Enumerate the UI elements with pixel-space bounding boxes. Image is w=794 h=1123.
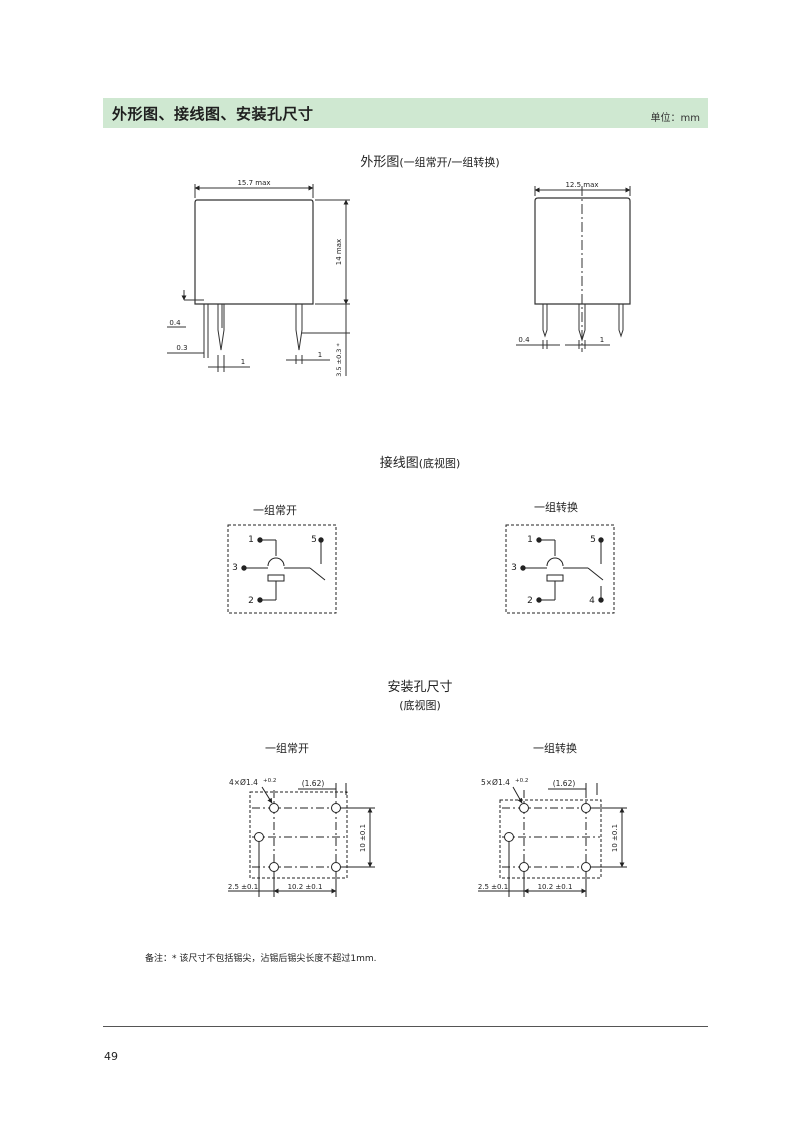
wiring-co-pin-5: 5 [590,535,596,545]
mounting-co-tolerance: +0.2 [515,778,528,784]
dim-width-right: 12.5 max [565,181,598,189]
section-title: 外形图、接线图、安装孔尺寸 [112,105,314,123]
outline-subtitle: (一组常开/一组转换) [399,156,500,169]
dim-pitch-right: 1 [600,336,604,344]
mounting-co-offset: 2.5 ±0.1 [478,883,508,891]
wiring-no-pin-2: 2 [248,596,254,606]
dim-pin-thickness: 0.4 [169,319,181,327]
mounting-co-holes: 5×Ø1.4 [481,778,510,787]
mounting-heading: 安装孔尺寸 (底视图) [340,676,500,713]
mounting-co-diagram [478,783,627,897]
dim-width-left: 15.7 max [237,179,270,187]
dim-height-left: 14 max [335,239,343,265]
mounting-no-tolerance: +0.2 [263,778,276,784]
dim-pin-width: 0.3 [176,344,187,352]
dim-pitch-a: 1 [241,358,245,366]
dim-pin-length: 3.5 ±0.3 * [335,343,343,377]
mounting-no-offset: 2.5 ±0.1 [228,883,258,891]
mounting-no-holes: 4×Ø1.4 [229,778,258,787]
wiring-co-pin-3: 3 [511,563,517,573]
page-number: 49 [104,1050,118,1063]
mounting-co-pitch: (1.62) [553,779,576,788]
unit-label: 单位：mm [650,113,700,124]
mounting-no-height: 10 ±0.1 [359,824,367,852]
wiring-no-pin-3: 3 [232,563,238,573]
outline-end-view [516,186,631,352]
mounting-title: 安装孔尺寸 [387,680,453,695]
wiring-co-pin-1: 1 [527,535,533,545]
mounting-co-height: 10 ±0.1 [611,824,619,852]
mounting-subtitle: (底视图) [399,699,441,712]
mounting-co-label: 一组转换 [533,742,577,755]
section-header-bar: 外形图、接线图、安装孔尺寸 单位：mm [103,98,708,128]
mounting-no-diagram [228,783,375,897]
mounting-co-span: 10.2 ±0.1 [538,883,573,891]
outline-side-view [167,184,350,376]
wiring-no-pin-1: 1 [248,535,254,545]
wiring-heading: 接线图(底视图) [340,452,500,471]
dim-pitch-b: 1 [318,351,322,359]
footnote: 备注：* 该尺寸不包括锡尖，沾锡后锡尖长度不超过1mm. [145,954,377,964]
wiring-co-label: 一组转换 [534,501,578,514]
wiring-co-diagram [505,524,615,614]
wiring-no-label: 一组常开 [253,504,297,517]
dim-pin-thickness-right: 0.4 [518,336,530,344]
wiring-title: 接线图 [379,456,419,471]
mounting-no-pitch: (1.62) [302,779,325,788]
wiring-no-pin-5: 5 [311,535,317,545]
footer-divider [103,1026,708,1027]
wiring-co-pin-2: 2 [527,596,533,606]
wiring-co-pin-4: 4 [589,596,595,606]
outline-title: 外形图 [360,155,400,170]
outline-heading: 外形图(一组常开/一组转换) [300,151,560,170]
mounting-no-label: 一组常开 [265,742,309,755]
wiring-no-diagram [227,524,337,614]
mounting-no-span: 10.2 ±0.1 [288,883,323,891]
wiring-subtitle: (底视图) [418,457,461,470]
